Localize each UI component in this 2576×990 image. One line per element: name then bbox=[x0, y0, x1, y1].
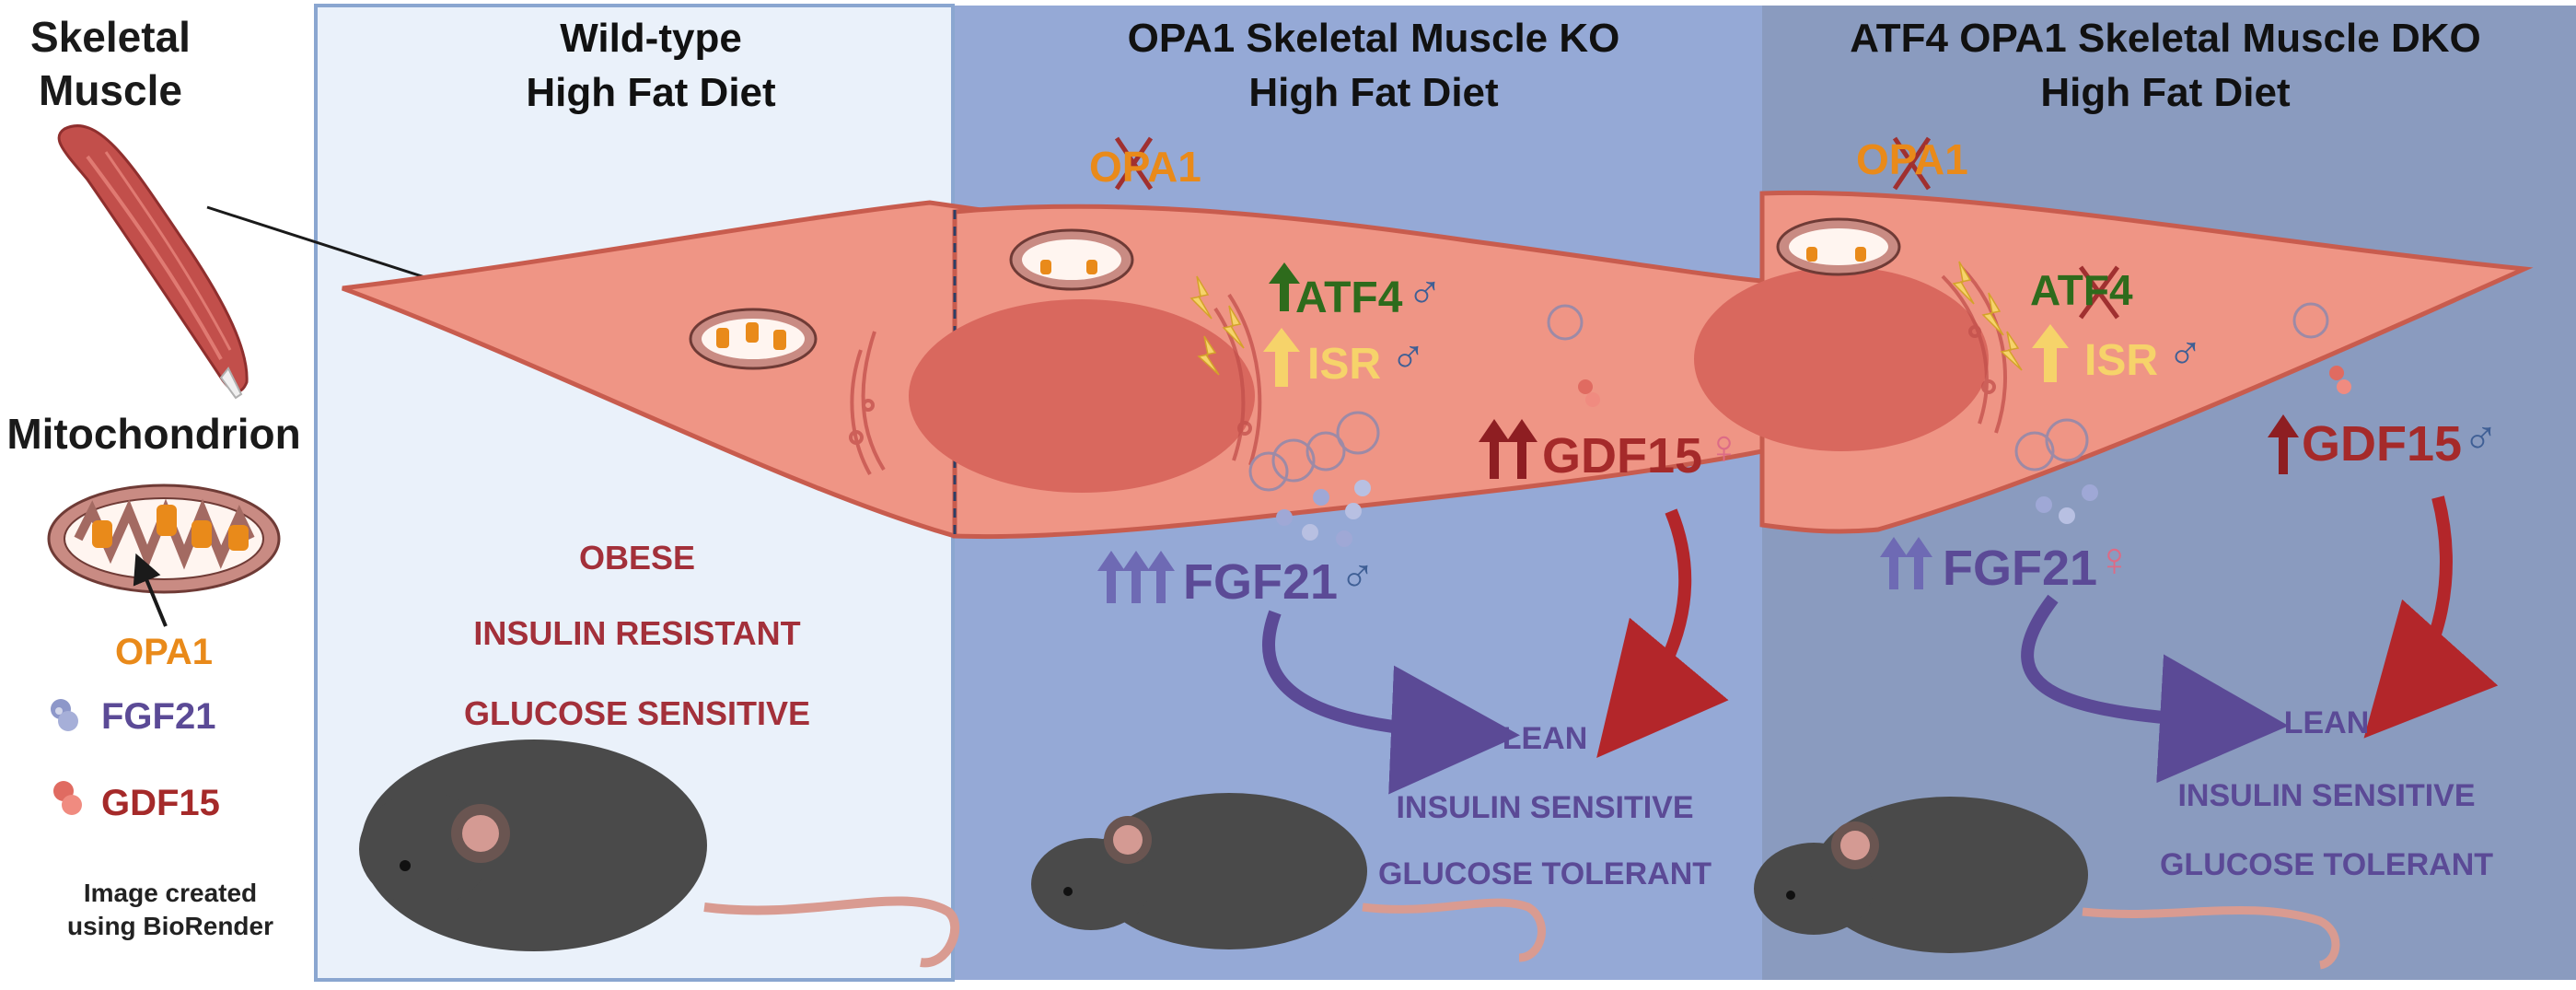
skeletal-muscle-icon bbox=[57, 124, 249, 400]
ko-outcome-lean: LEAN bbox=[1502, 721, 1588, 756]
dko-isr-label: ISR bbox=[2084, 336, 2159, 385]
wildtype-outcome-insulin: INSULIN RESISTANT bbox=[473, 614, 801, 652]
nucleus-ko bbox=[909, 299, 1255, 493]
gdf15-up-arrow-dko bbox=[2268, 414, 2299, 474]
fgf21-up-arrows-dko bbox=[1880, 537, 1932, 589]
fgf21-particles-ko bbox=[1276, 480, 1371, 547]
legend-fgf21-label: FGF21 bbox=[101, 696, 216, 737]
dko-outcome-insulin: INSULIN SENSITIVE bbox=[2177, 778, 2476, 813]
dko-fgf21-female-symbol: ♀ bbox=[2096, 533, 2132, 587]
legend-opa1-label: OPA1 bbox=[115, 632, 213, 672]
gdf15-particles-ko bbox=[1578, 379, 1600, 407]
isr-up-arrow-dko bbox=[2032, 324, 2069, 382]
gdf15-up-arrows-ko bbox=[1479, 419, 1537, 479]
wildtype-outcome-obese: OBESE bbox=[578, 539, 696, 577]
dko-outcome-lean: LEAN bbox=[2283, 705, 2370, 740]
fgf21-arrow-ko bbox=[1262, 610, 1520, 795]
fgf21-arrow-dko bbox=[2021, 594, 2289, 784]
gdf15-arrow-dko bbox=[2363, 495, 2499, 739]
ko-opa1-label: OPA1 bbox=[1089, 143, 1201, 191]
legend-skeletal-muscle-label: Skeletal Muscle bbox=[30, 13, 191, 114]
mitochondrion-cell-wildtype bbox=[689, 308, 818, 370]
vesicles-ko bbox=[1248, 304, 1584, 492]
nucleus-dko bbox=[1694, 267, 1989, 451]
mouse-dko bbox=[1754, 797, 2340, 970]
mitochondrion-cell-dko bbox=[1776, 217, 1901, 276]
ko-fgf21-male-symbol: ♂ bbox=[1340, 548, 1375, 601]
opa1-strike-ko bbox=[1114, 136, 1154, 191]
dko-isr-male-symbol: ♂ bbox=[2167, 325, 2203, 379]
stress-bolts-dko bbox=[1952, 261, 2023, 371]
opa1-pointer-arrow bbox=[133, 553, 168, 627]
stress-bolts-ko bbox=[1189, 275, 1245, 376]
ko-atf4-label: ATF4 bbox=[1295, 274, 1403, 322]
opa1-strike-dko bbox=[1892, 136, 1932, 191]
er-ko bbox=[849, 293, 1262, 475]
isr-up-arrow-ko bbox=[1263, 328, 1300, 387]
dko-opa1-label: OPA1 bbox=[1856, 135, 1968, 183]
ko-isr-label: ISR bbox=[1307, 340, 1382, 389]
ko-outcome-insulin: INSULIN SENSITIVE bbox=[1396, 790, 1694, 825]
ko-atf4-male-symbol: ♂ bbox=[1407, 264, 1443, 318]
legend-credit: Image created using BioRender bbox=[66, 879, 274, 941]
vesicles-dko bbox=[2014, 302, 2329, 472]
mouse-wildtype bbox=[359, 740, 960, 968]
dko-gdf15-male-symbol: ♂ bbox=[2463, 410, 2499, 463]
dko-atf4-label: ATF4 bbox=[2030, 266, 2133, 314]
dko-outcome-glucose: GLUCOSE TOLERANT bbox=[2159, 847, 2494, 882]
ko-gdf15-label: GDF15 bbox=[1542, 428, 1703, 483]
ko-gdf15-female-symbol: ♀ bbox=[1706, 421, 1742, 474]
legend-gdf15-label: GDF15 bbox=[101, 783, 220, 823]
dko-gdf15-label: GDF15 bbox=[2302, 416, 2463, 472]
wildtype-outcome-glucose: GLUCOSE SENSITIVE bbox=[463, 694, 811, 732]
panel-title-ko: OPA1 Skeletal Muscle KO High Fat Diet bbox=[1127, 16, 1620, 116]
atf4-strike-dko bbox=[2078, 265, 2120, 320]
gdf15-legend-dots bbox=[53, 781, 82, 815]
atf4-up-arrow-ko bbox=[1269, 262, 1300, 311]
mouse-ko bbox=[1031, 793, 1546, 962]
fgf21-particles-dko bbox=[2036, 484, 2098, 524]
er-dko bbox=[1941, 265, 2007, 434]
legend-mitochondrion-label: Mitochondrion bbox=[6, 410, 301, 458]
fgf21-legend-dots bbox=[51, 699, 78, 731]
mitochondrion-cell-ko bbox=[1009, 228, 1134, 291]
panel-title-dko: ATF4 OPA1 Skeletal Muscle DKO High Fat D… bbox=[1850, 16, 2481, 116]
fgf21-up-arrows-ko bbox=[1097, 551, 1175, 603]
gdf15-arrow-ko bbox=[1596, 508, 1729, 759]
mitochondrion-legend-icon bbox=[47, 483, 281, 594]
ko-outcome-glucose: GLUCOSE TOLERANT bbox=[1377, 856, 1712, 891]
ko-fgf21-label: FGF21 bbox=[1183, 554, 1339, 610]
muscle-cell-right bbox=[1759, 190, 2534, 534]
dko-fgf21-label: FGF21 bbox=[1943, 541, 2098, 596]
panel-title-wildtype: Wild-type High Fat Diet bbox=[526, 16, 776, 116]
gdf15-particles-dko bbox=[2329, 366, 2351, 394]
ko-isr-male-symbol: ♂ bbox=[1390, 329, 1426, 382]
